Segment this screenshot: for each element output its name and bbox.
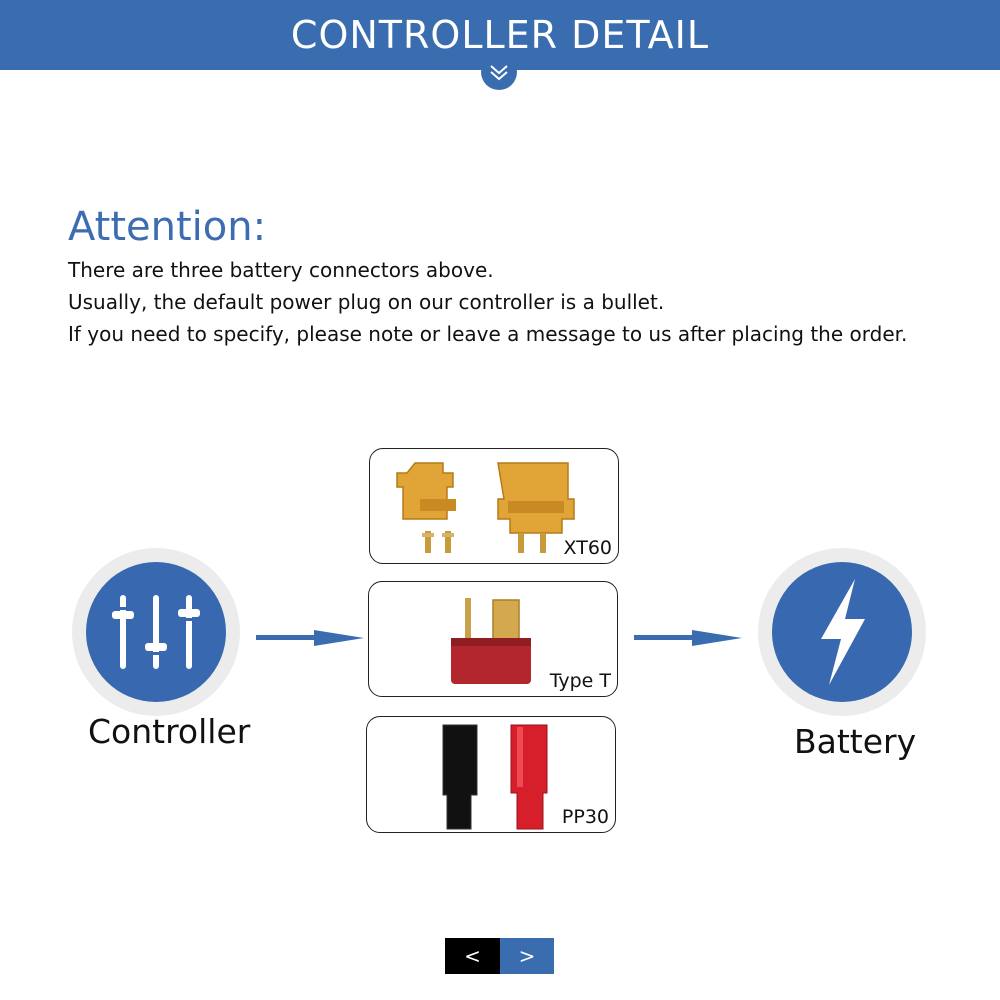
double-chevron-down-icon [481,54,517,90]
pager: < > [445,938,554,974]
connector-label-pp30: PP30 [559,806,611,828]
battery-label: Battery [794,722,917,761]
type-t-connector-image [451,598,531,684]
prev-button[interactable]: < [445,938,500,974]
pp30-connector-image [442,724,548,830]
attention-title: Attention: [68,204,267,250]
attention-line-3: If you need to specify, please note or l… [68,322,908,346]
connector-label-type-t: Type T [547,670,613,692]
arrow-right-icon [634,630,742,646]
xt60-connector-image [396,462,575,553]
lightning-bolt-icon [821,579,865,685]
controller-badge [72,548,240,716]
arrow-right-icon [256,630,364,646]
connector-label-xt60: XT60 [561,537,614,559]
next-button[interactable]: > [500,938,554,974]
attention-line-2: Usually, the default power plug on our c… [68,290,665,314]
controller-label: Controller [88,712,251,751]
connector-card-xt60: XT60 [369,448,619,564]
attention-line-1: There are three battery connectors above… [68,258,494,282]
connector-card-pp30: PP30 [366,716,616,833]
sliders-icon [112,595,200,669]
connector-card-type-t: Type T [368,581,618,697]
battery-badge [758,548,926,716]
header-title: CONTROLLER DETAIL [290,13,710,57]
